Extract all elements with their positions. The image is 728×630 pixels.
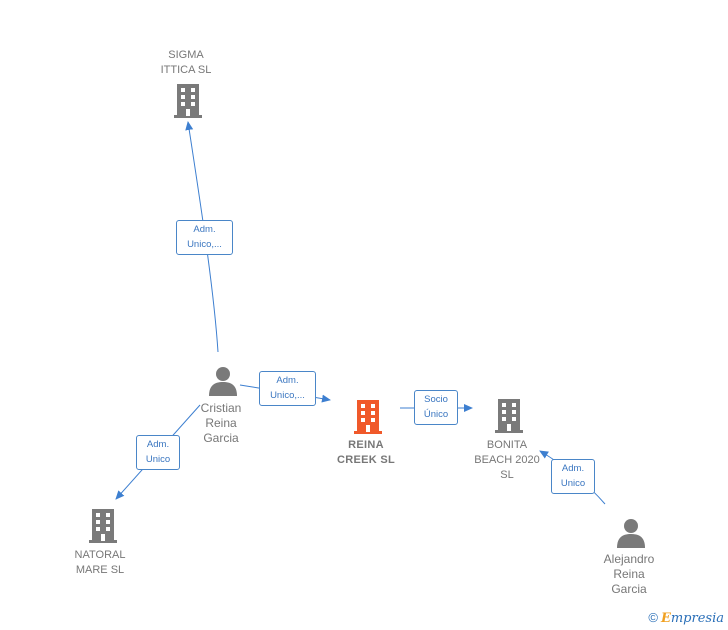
- edge-label-adm-unico[interactable]: Adm. Unico: [136, 435, 180, 470]
- node-natoral-mare[interactable]: NATORAL MARE SL: [74, 549, 126, 576]
- edge-label-adm-unico[interactable]: Adm. Unico,...: [259, 371, 316, 406]
- edge-label-socio-unico[interactable]: Socio Único: [414, 390, 458, 425]
- person-icon: [209, 367, 237, 396]
- building-icon: [174, 84, 202, 118]
- building-icon: [89, 509, 117, 543]
- person-icon: [617, 519, 645, 548]
- brand-name: mpresia: [670, 611, 724, 626]
- building-icon: [495, 399, 523, 433]
- node-bonita-beach[interactable]: BONITA BEACH 2020 SL: [474, 439, 540, 481]
- building-icon: [354, 400, 382, 434]
- node-reina-creek[interactable]: REINA CREEK SL: [336, 439, 396, 466]
- node-alejandro-reina-garcia[interactable]: Alejandro Reina Garcia: [603, 552, 655, 596]
- brand-initial: E: [660, 611, 671, 626]
- edge-label-adm-unico[interactable]: Adm. Unico,...: [176, 220, 233, 255]
- edge-label-adm-unico[interactable]: Adm. Unico: [551, 459, 595, 494]
- node-sigma-ittica[interactable]: SIGMA ITTICA SL: [160, 49, 212, 76]
- node-cristian-reina-garcia[interactable]: Cristian Reina Garcia: [200, 401, 242, 445]
- copyright-symbol: ©: [648, 610, 658, 625]
- empresia-watermark: ©Empresia: [648, 610, 724, 626]
